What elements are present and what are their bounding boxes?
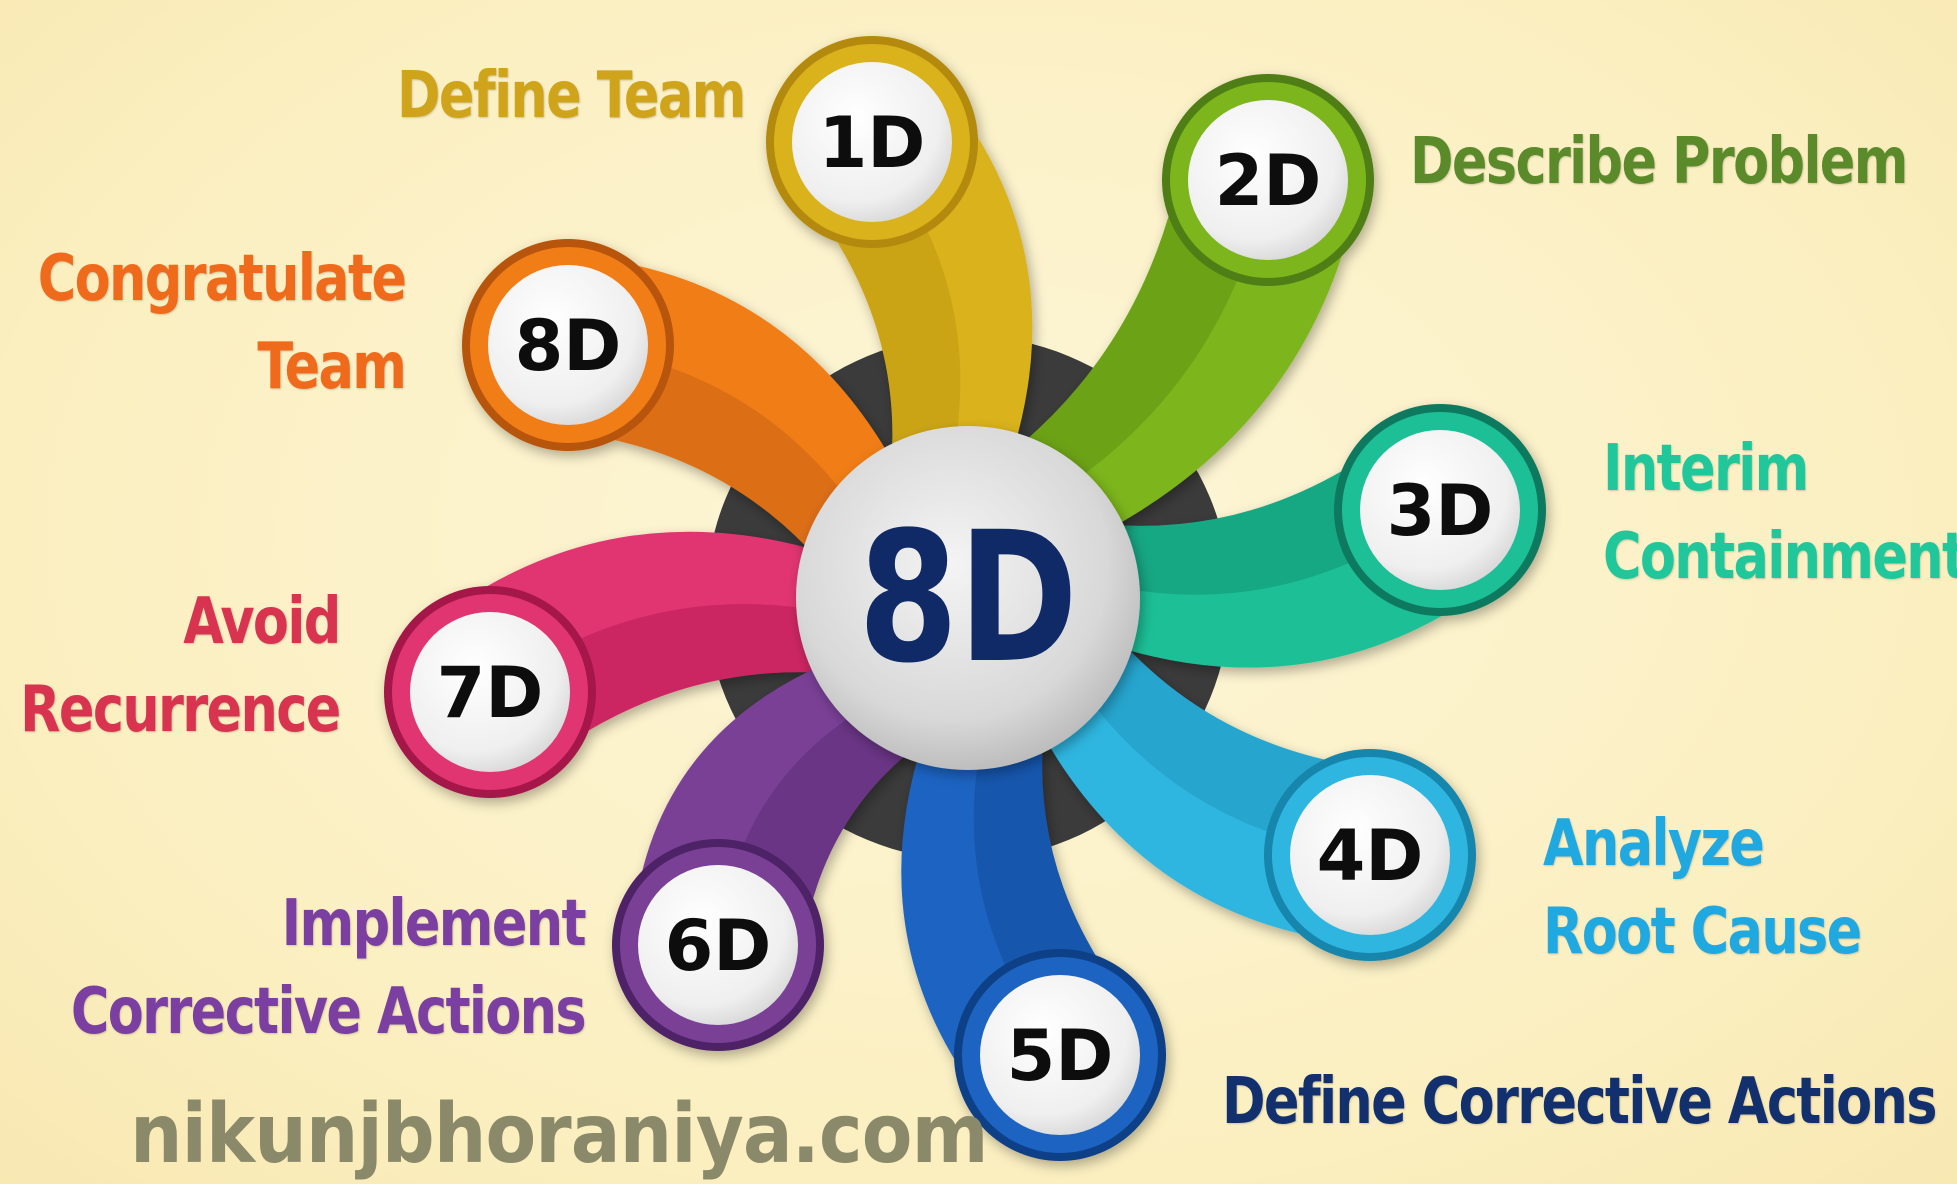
center-disc: [796, 426, 1140, 770]
step-3: 3D: [1065, 404, 1546, 668]
badge-face-4: [1290, 775, 1450, 935]
badge-label-5: 5D: [1007, 1015, 1114, 1097]
label-step-6-line-1: Implement: [281, 887, 587, 961]
badge-label-2: 2D: [1215, 140, 1322, 222]
badge-face-3: [1360, 430, 1520, 590]
label-step-7-line-2: Recurrence: [20, 673, 342, 747]
label-step-1: Define Team: [397, 52, 746, 140]
badge-face-2: [1188, 100, 1348, 260]
badge-label-8: 8D: [515, 305, 622, 387]
badge-label-4: 4D: [1317, 815, 1424, 897]
step-5: 5D: [901, 693, 1166, 1161]
badge-face-8: [488, 265, 648, 425]
label-step-7: Avoid Recurrence: [20, 578, 342, 754]
label-step-3-line-1: Interim: [1603, 432, 1809, 506]
label-step-5: Define Corrective Actions: [1222, 1058, 1937, 1146]
badge-label-1: 1D: [819, 102, 926, 184]
label-step-3-line-2: Containment: [1603, 520, 1957, 594]
label-step-6-line-2: Corrective Actions: [70, 975, 587, 1049]
badge-label-7: 7D: [437, 652, 544, 734]
badge-face-5: [980, 975, 1140, 1135]
badge-label-6: 6D: [665, 905, 772, 987]
step-1: 1D: [766, 36, 1033, 503]
label-step-7-line-1: Avoid: [183, 585, 342, 659]
label-step-4: Analyze Root Cause: [1543, 800, 1862, 976]
badge-face-1: [792, 62, 952, 222]
step-4: 4D: [1028, 606, 1476, 961]
label-step-3: Interim Containment: [1603, 425, 1957, 601]
label-step-5-line-1: Define Corrective Actions: [1222, 1065, 1937, 1139]
label-step-8: Congratulate Team: [37, 235, 407, 411]
label-step-1-line-1: Define Team: [397, 59, 746, 133]
badge-face-7: [410, 612, 570, 772]
step-8: 8D: [462, 239, 908, 590]
label-step-8-line-1: Congratulate: [37, 242, 406, 316]
watermark: nikunjbhoraniya.com: [130, 1087, 988, 1182]
label-step-6: Implement Corrective Actions: [70, 880, 587, 1056]
label-step-4-line-2: Root Cause: [1543, 895, 1862, 969]
badge-face-6: [638, 865, 798, 1025]
label-step-4-line-1: Analyze: [1543, 807, 1765, 881]
label-step-2: Describe Problem: [1410, 118, 1908, 206]
label-step-8-line-2: Team: [257, 330, 407, 404]
center-label: 8D: [858, 494, 1078, 703]
step-2: 2D: [983, 74, 1374, 544]
step-7: 7D: [384, 531, 872, 798]
label-step-2-line-1: Describe Problem: [1410, 125, 1908, 199]
badge-label-3: 3D: [1387, 470, 1494, 552]
